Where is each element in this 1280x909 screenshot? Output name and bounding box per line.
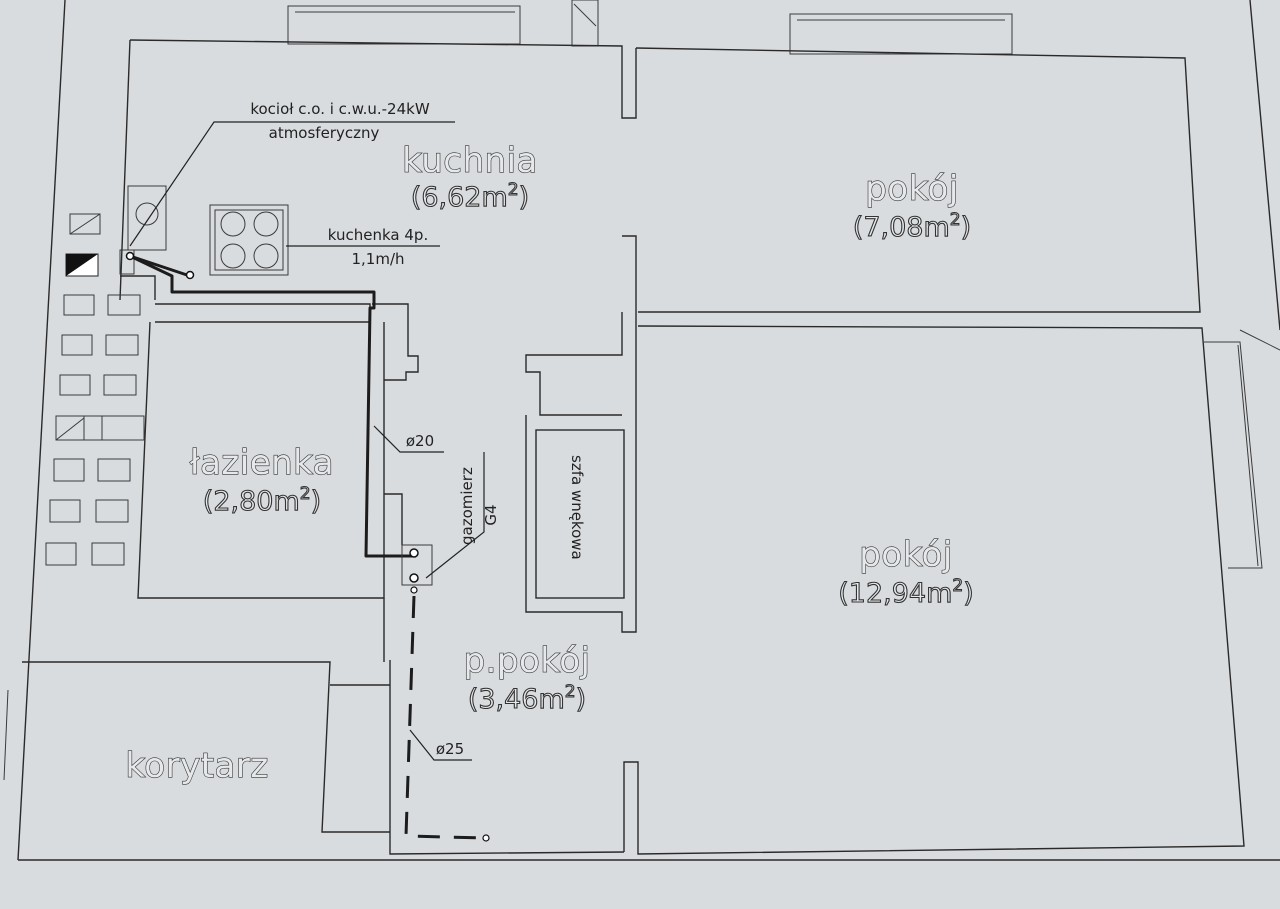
kitchen-area: (6,62m2): [411, 180, 529, 213]
bathroom-area: (2,80m2): [203, 484, 321, 517]
stove-flow-label: 1,1m/h: [351, 250, 404, 268]
wardrobe-label: szfa wnękowa: [568, 455, 586, 560]
room-small-name: pokój: [865, 169, 959, 209]
wardrobe-walls: [525, 312, 637, 633]
gas-meter-label: gazomierz: [458, 467, 476, 545]
room-small-walls: [622, 47, 1201, 313]
room-large-area: (12,94m2): [838, 576, 974, 609]
ventilation-shafts: [45, 213, 145, 566]
bathroom-walls: [137, 303, 419, 662]
kitchen-name: kuchnia: [402, 141, 538, 181]
gas-pipe-20: [125, 251, 416, 558]
boiler-type-label: atmosferyczny: [269, 124, 380, 142]
leader-lines: [129, 121, 485, 761]
pipe-25-label: ø25: [436, 740, 464, 758]
bathroom-name: łazienka: [190, 443, 334, 483]
exterior-walls: [3, 0, 1280, 861]
room-large-walls: [623, 325, 1280, 855]
gas-meter-symbol: [401, 544, 433, 594]
boiler-symbol: [119, 185, 167, 275]
boiler-label: kocioł c.o. i c.w.u.-24kW: [250, 100, 429, 118]
kitchen-walls: [119, 39, 637, 301]
stove-label: kuchenka 4p.: [328, 226, 428, 244]
room-large-name: pokój: [859, 535, 953, 575]
pipe-20-label: ø20: [406, 432, 434, 450]
gas-pipe-25: [404, 595, 490, 842]
corridor-walls: [22, 660, 625, 855]
corridor-name: korytarz: [125, 746, 268, 786]
stove-symbol: [209, 204, 289, 276]
hall-name: p.pokój: [464, 641, 591, 681]
hall-area: (3,46m2): [468, 682, 586, 715]
room-small-area: (7,08m2): [853, 210, 971, 243]
gas-meter-type-label: G4: [482, 504, 500, 525]
